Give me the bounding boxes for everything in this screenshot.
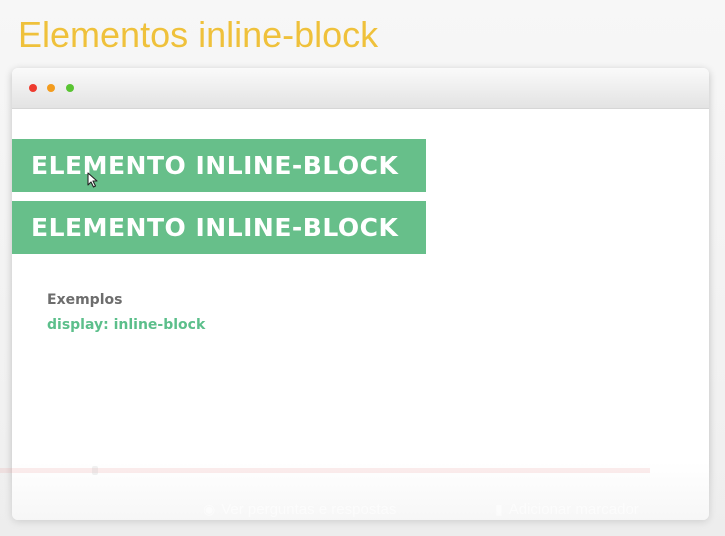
video-progress-bar[interactable] [0,468,650,473]
minimize-dot-icon[interactable] [47,84,55,92]
bookmark-icon: ▮ [495,501,503,517]
browser-content: ELEMENTO INLINE-BLOCK ELEMENTO INLINE-BL… [12,109,709,520]
questions-answers-label: Ver perguntas e respostas [221,501,397,518]
inline-block-element-1: ELEMENTO INLINE-BLOCK [12,139,426,192]
inline-block-element-2: ELEMENTO INLINE-BLOCK [12,201,426,254]
close-dot-icon[interactable] [29,84,37,92]
examples-code: display: inline-block [47,317,206,333]
maximize-dot-icon[interactable] [66,84,74,92]
add-bookmark-label: Adicionar marcador [508,501,639,518]
questions-answers-button[interactable]: ◉ Ver perguntas e respostas [203,498,396,520]
video-player-overlay [0,462,725,536]
examples-label: Exemplos [47,292,123,308]
add-bookmark-button[interactable]: ▮ Adicionar marcador [495,498,639,520]
chat-icon: ◉ [203,501,216,517]
video-progress-thumb[interactable] [92,466,98,475]
browser-titlebar [12,68,709,109]
page-title: Elementos inline-block [18,14,379,55]
mouse-cursor-icon [87,172,98,188]
browser-window: ELEMENTO INLINE-BLOCK ELEMENTO INLINE-BL… [12,68,709,520]
